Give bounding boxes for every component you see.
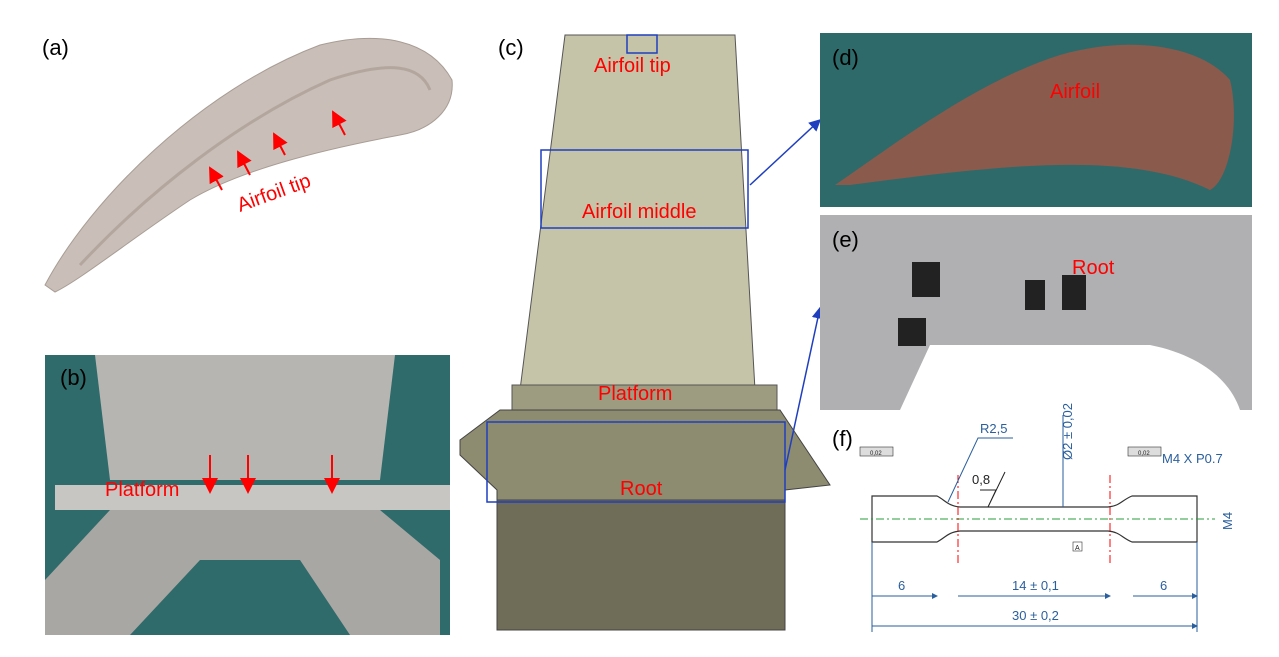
d-airfoil: Airfoil	[1050, 81, 1100, 103]
panel-d: (d) Airfoil	[820, 33, 1252, 207]
total-length: 30 ± 0,2	[1012, 608, 1059, 623]
panel-f-drawing: (f) Ø2 ± 0,02 R2,5 0,8 M4 X P0.7 M4 0,02…	[832, 403, 1235, 632]
panel-a-label: (a)	[42, 35, 69, 60]
arrow-to-d	[749, 118, 822, 186]
tolerance-frame-left: 0,02	[859, 446, 894, 457]
thread-dimension: M4	[1220, 512, 1235, 530]
root-box	[486, 421, 786, 503]
panel-b-label: (b)	[60, 365, 87, 390]
panel-c: (c) Airfoil tip Airfoil middle Platform …	[459, 34, 831, 631]
thread-spec: M4 X P0.7	[1162, 451, 1223, 466]
panel-e: (e) Root	[820, 215, 1252, 410]
arrow-to-e	[784, 306, 824, 471]
radius-dimension: R2,5	[980, 421, 1007, 436]
svg-text:0,02: 0,02	[1138, 451, 1150, 457]
airfoil-tip-box	[626, 34, 658, 54]
airfoil-tip-annotation: Airfoil tip	[234, 170, 314, 217]
c-airfoil-middle: Airfoil middle	[582, 201, 696, 223]
platform-annotation: Platform	[105, 479, 179, 501]
grip-length-left: 6	[898, 578, 905, 593]
red-arrows	[209, 110, 347, 191]
svg-text:0,02: 0,02	[870, 451, 882, 457]
panel-f-label: (f)	[832, 426, 853, 451]
datum-label: A	[1075, 545, 1080, 552]
airfoil-middle-box	[540, 149, 749, 229]
roughness-value: 0,8	[972, 472, 990, 487]
panel-a: (a) Airfoil tip	[42, 35, 453, 293]
c-airfoil-tip: Airfoil tip	[594, 55, 671, 77]
c-platform: Platform	[598, 383, 672, 405]
e-root: Root	[1072, 257, 1115, 279]
panel-b: (b) Platform	[45, 355, 450, 635]
tolerance-frame-right: 0,02	[1127, 446, 1162, 457]
gauge-length: 14 ± 0,1	[1012, 578, 1059, 593]
panel-d-label: (d)	[832, 45, 859, 70]
grip-length-right: 6	[1160, 578, 1167, 593]
c-root: Root	[620, 478, 663, 500]
panel-c-label: (c)	[498, 35, 524, 60]
panel-e-label: (e)	[832, 227, 859, 252]
airfoil-tip-photo	[44, 37, 453, 293]
diameter-dimension: Ø2 ± 0,02	[1060, 403, 1075, 460]
